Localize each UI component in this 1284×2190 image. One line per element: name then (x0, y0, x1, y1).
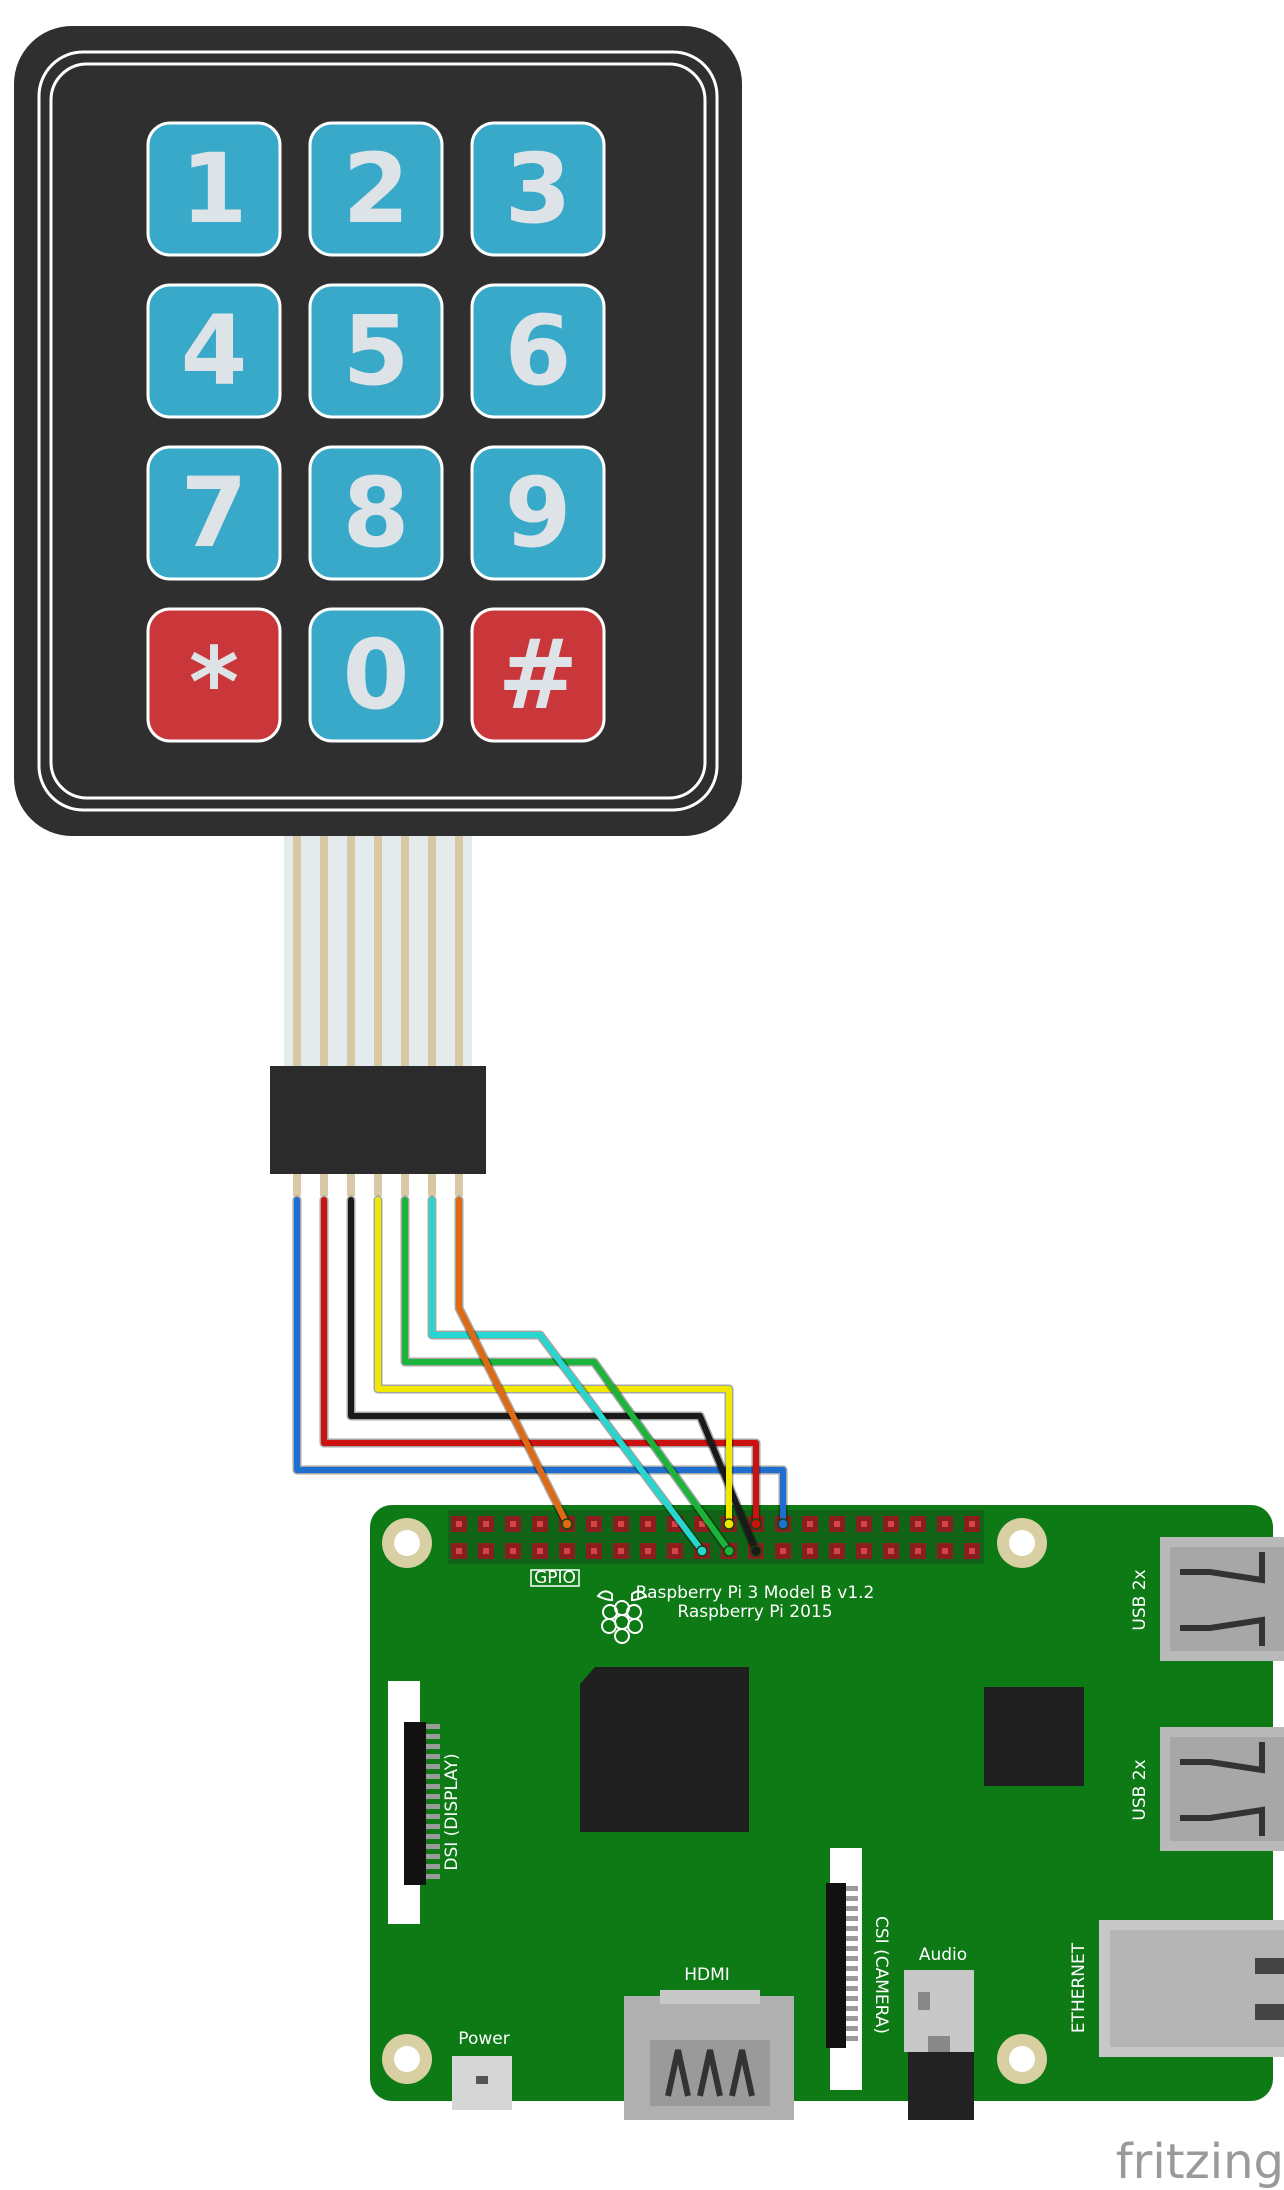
gpio-label-box (530, 1569, 580, 1587)
usb-controller-chip (984, 1687, 1084, 1786)
hdmi-label: HDMI (684, 1965, 730, 1985)
connector-pin (293, 1174, 301, 1196)
wire-cyan (429, 1197, 705, 1554)
keypad-key-label: * (189, 627, 239, 739)
connector-pin (455, 1174, 463, 1196)
keypad-key-hash[interactable]: # (470, 607, 606, 743)
usb-port-bottom (1160, 1727, 1284, 1851)
ethernet-label: ETHERNET (1069, 1942, 1089, 2033)
csi-connector (826, 1848, 862, 2090)
hdmi-port (624, 1990, 794, 2120)
audio-label: Audio (919, 1945, 967, 1965)
board-model-name: Raspberry Pi 3 Model B v1.2 (636, 1583, 875, 1603)
keypad-key-4[interactable]: 4 (146, 283, 282, 419)
keypad-key-star[interactable]: * (146, 607, 282, 743)
csi-label: CSI (CAMERA) (871, 1916, 891, 2034)
keypad-key-label: 5 (343, 295, 410, 407)
keypad-key-7[interactable]: 7 (146, 445, 282, 581)
keypad-key-label: 7 (181, 457, 248, 569)
raspberry-logo-icon (596, 1590, 648, 1644)
keypad-key-label: 8 (343, 457, 410, 569)
jumper-wires (292, 1195, 789, 1557)
keypad-key-0[interactable]: 0 (308, 607, 444, 743)
raspberry-pi-board: GPIO Raspberry Pi 3 Model B v1.2 Raspber… (370, 1505, 1284, 2120)
gpio-label: GPIO (534, 1568, 576, 1588)
keypad-outer-border (37, 50, 719, 812)
board-model-year: Raspberry Pi 2015 (677, 1602, 832, 1622)
mounting-hole (997, 1518, 1047, 1568)
keypad-key-label: # (498, 619, 578, 731)
connector-pins (293, 1174, 463, 1196)
power-port (452, 2056, 512, 2110)
connector-pin (401, 1174, 409, 1196)
connector-pin (428, 1174, 436, 1196)
audio-jack (904, 1970, 974, 2120)
wire-endpoint (723, 1518, 735, 1530)
wire-endpoint (723, 1545, 735, 1557)
keypad-key-2[interactable]: 2 (308, 121, 444, 257)
wire-green (402, 1197, 732, 1554)
connector-pin (320, 1174, 328, 1196)
keypad-key-label: 1 (181, 133, 248, 245)
keypad-key-3[interactable]: 3 (470, 121, 606, 257)
usb-port-top (1160, 1537, 1284, 1661)
keypad-inner-border (49, 62, 707, 800)
keypad-key-5[interactable]: 5 (308, 283, 444, 419)
keypad-key-label: 3 (505, 133, 572, 245)
ribbon-traces (293, 836, 463, 1068)
keypad-key-1[interactable]: 1 (146, 121, 282, 257)
wire-endpoint (750, 1545, 762, 1557)
fritzing-watermark: fritzing (1116, 2134, 1284, 2190)
keypad-key-8[interactable]: 8 (308, 445, 444, 581)
mounting-hole (997, 2034, 1047, 2084)
wire-endpoint (777, 1518, 789, 1530)
dsi-connector (388, 1681, 440, 1924)
keypad-key-label: 6 (505, 295, 572, 407)
usb-bottom-label: USB 2x (1130, 1759, 1150, 1820)
keypad-key-label: 2 (343, 133, 410, 245)
connector-pin (374, 1174, 382, 1196)
keypad-key-label: 9 (505, 457, 572, 569)
ethernet-port (1099, 1920, 1284, 2057)
ribbon-cable (284, 836, 472, 1068)
keypad-key-label: 4 (181, 295, 248, 407)
wire-yellow (375, 1197, 732, 1527)
mounting-hole (382, 2034, 432, 2084)
keypad-connector (270, 1066, 486, 1174)
usb-top-label: USB 2x (1130, 1569, 1150, 1630)
board-pcb (370, 1505, 1273, 2101)
dsi-label: DSI (DISPLAY) (442, 1753, 462, 1870)
wire-endpoint (696, 1545, 708, 1557)
connector-pin (347, 1174, 355, 1196)
wire-endpoint (561, 1518, 573, 1530)
wire-red (321, 1197, 759, 1527)
keypad-key-6[interactable]: 6 (470, 283, 606, 419)
wire-orange (456, 1197, 570, 1527)
power-label: Power (458, 2029, 509, 2049)
keypad-key-9[interactable]: 9 (470, 445, 606, 581)
soc-chip (580, 1667, 749, 1832)
keypad-key-label: 0 (343, 619, 410, 731)
mounting-hole (382, 1518, 432, 1568)
wire-endpoint (750, 1518, 762, 1530)
